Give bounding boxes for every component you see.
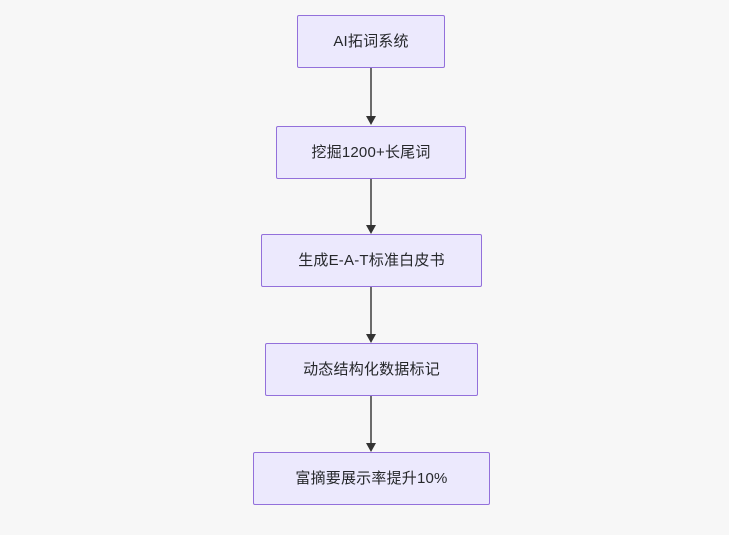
flow-node-ai-keyword-system[interactable]: AI拓词系统	[297, 15, 445, 68]
flow-edge-1	[370, 68, 372, 116]
flow-edge-4	[370, 396, 372, 443]
flow-node-rich-snippet-impression-lift[interactable]: 富摘要展示率提升10%	[253, 452, 490, 505]
flow-edge-2	[370, 179, 372, 225]
flow-node-generate-eat-whitepaper[interactable]: 生成E-A-T标准白皮书	[261, 234, 482, 287]
flow-node-label: 挖掘1200+长尾词	[311, 144, 431, 161]
flow-node-label: 生成E-A-T标准白皮书	[298, 252, 445, 269]
flow-node-label: 动态结构化数据标记	[303, 361, 440, 378]
flow-node-label: 富摘要展示率提升10%	[295, 470, 448, 487]
flow-node-mine-longtail-keywords[interactable]: 挖掘1200+长尾词	[276, 126, 466, 179]
flow-node-label: AI拓词系统	[333, 33, 409, 50]
arrow-down-icon	[366, 443, 376, 452]
arrow-down-icon	[366, 116, 376, 125]
arrow-down-icon	[366, 334, 376, 343]
arrow-down-icon	[366, 225, 376, 234]
flow-node-dynamic-structured-data-markup[interactable]: 动态结构化数据标记	[265, 343, 478, 396]
flow-edge-3	[370, 287, 372, 334]
